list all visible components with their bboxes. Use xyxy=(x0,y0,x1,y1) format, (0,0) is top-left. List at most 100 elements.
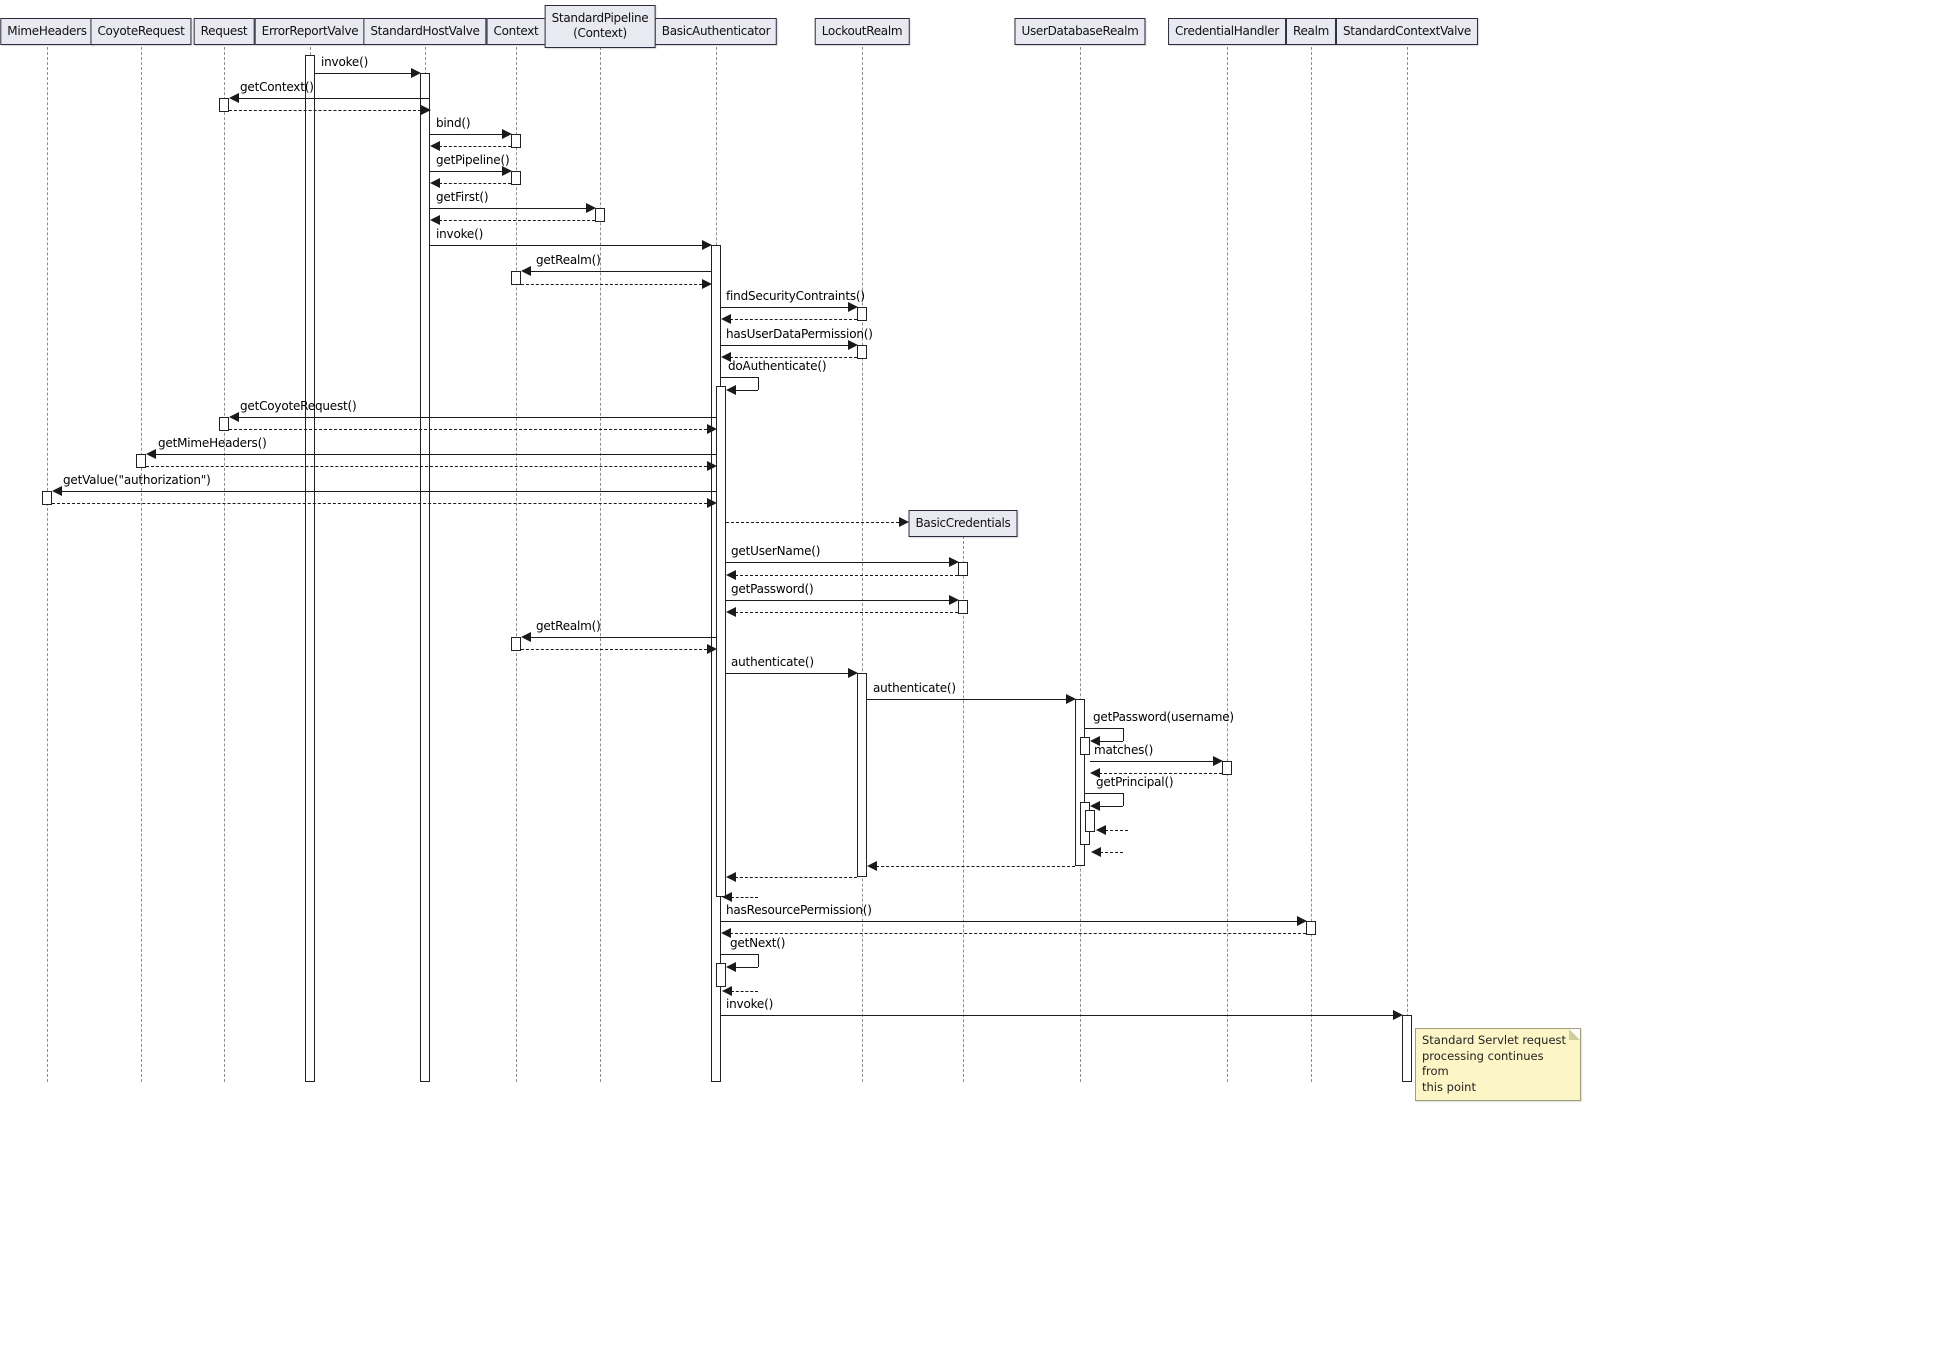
activation-bar xyxy=(511,171,521,185)
message-line xyxy=(1099,741,1123,742)
participant-standard-pipeline: StandardPipeline(Context) xyxy=(544,5,656,48)
message-line xyxy=(876,866,1075,867)
lifeline-realm xyxy=(1311,47,1312,1082)
message-line xyxy=(726,522,899,523)
arrowhead-icon xyxy=(1066,694,1076,704)
lifeline-standard-pipeline xyxy=(600,47,601,1082)
activation-bar xyxy=(511,637,521,651)
message-line xyxy=(1099,773,1222,774)
message-line xyxy=(721,954,758,955)
arrowhead-icon xyxy=(726,872,736,882)
message-label: getPrincipal() xyxy=(1096,775,1174,789)
activation-bar xyxy=(716,963,726,987)
activation-bar xyxy=(420,73,430,1082)
message-label: getRealm() xyxy=(536,619,601,633)
activation-bar xyxy=(219,98,229,112)
arrowhead-icon xyxy=(1090,736,1100,746)
arrowhead-icon xyxy=(707,498,717,508)
lifeline-lockout-realm xyxy=(862,47,863,1082)
lifeline-context xyxy=(516,47,517,1082)
message-line xyxy=(155,454,716,455)
participant-label: StandardContextValve xyxy=(1342,24,1472,38)
message-line xyxy=(730,933,1306,934)
message-label: getValue("authorization") xyxy=(63,473,211,487)
activation-bar xyxy=(305,55,315,1082)
arrowhead-icon xyxy=(421,105,431,115)
arrowhead-icon xyxy=(52,486,62,496)
message-line xyxy=(238,98,430,99)
activation-bar xyxy=(1075,699,1085,866)
lifeline-basic-credentials xyxy=(963,536,964,1082)
arrowhead-icon xyxy=(722,986,732,996)
participant-request: Request xyxy=(193,18,255,46)
activation-bar xyxy=(1402,1015,1412,1082)
message-line xyxy=(726,673,848,674)
arrowhead-icon xyxy=(726,385,736,395)
participant-label: StandardPipeline xyxy=(551,11,649,25)
message-line xyxy=(735,877,857,878)
message-line xyxy=(430,171,502,172)
arrowhead-icon xyxy=(722,892,732,902)
participant-label: (Context) xyxy=(573,26,627,41)
message-line xyxy=(867,699,1066,700)
message-line xyxy=(735,612,958,613)
lifeline-coyote-request xyxy=(141,47,142,1082)
arrowhead-icon xyxy=(1096,825,1106,835)
note-line: processing continues from xyxy=(1422,1048,1544,1079)
note-line: this point xyxy=(1422,1079,1476,1094)
arrowhead-icon xyxy=(229,93,239,103)
message-line xyxy=(229,429,707,430)
message-line xyxy=(726,600,949,601)
arrowhead-icon xyxy=(726,607,736,617)
message-label: doAuthenticate() xyxy=(728,359,827,373)
message-line xyxy=(521,649,707,650)
participant-label: MimeHeaders xyxy=(7,24,87,38)
message-line xyxy=(1085,728,1123,729)
message-line xyxy=(439,183,511,184)
participant-label: CredentialHandler xyxy=(1175,24,1279,38)
note-line: Standard Servlet request xyxy=(1422,1033,1567,1047)
arrowhead-icon xyxy=(899,517,909,527)
participant-credential-handler: CredentialHandler xyxy=(1168,18,1286,46)
message-line xyxy=(1085,793,1123,794)
activation-bar xyxy=(857,345,867,359)
message-line xyxy=(721,307,848,308)
message-label: hasResourcePermission() xyxy=(726,903,872,917)
arrowhead-icon xyxy=(848,302,858,312)
message-line xyxy=(731,991,758,992)
arrowhead-icon xyxy=(146,449,156,459)
arrowhead-icon xyxy=(848,668,858,678)
activation-bar xyxy=(1085,810,1095,832)
lifeline-standard-context-valve xyxy=(1407,47,1408,1082)
message-line xyxy=(721,1015,1393,1016)
message-label: authenticate() xyxy=(731,655,814,669)
message-label: hasUserDataPermission() xyxy=(726,327,873,341)
activation-bar xyxy=(857,307,867,321)
message-label: getPipeline() xyxy=(436,153,510,167)
activation-bar xyxy=(511,134,521,148)
arrowhead-icon xyxy=(1091,847,1101,857)
message-label: getPassword(username) xyxy=(1093,710,1234,724)
message-label: bind() xyxy=(436,116,471,130)
message-line xyxy=(731,897,758,898)
participant-label: Realm xyxy=(1292,24,1330,38)
message-label: getContext() xyxy=(240,80,314,94)
message-line xyxy=(721,377,758,378)
participant-user-database-realm: UserDatabaseRealm xyxy=(1014,18,1146,46)
participant-label: CoyoteRequest xyxy=(97,24,185,38)
arrowhead-icon xyxy=(430,141,440,151)
message-label: getFirst() xyxy=(436,190,489,204)
arrowhead-icon xyxy=(1297,916,1307,926)
arrowhead-icon xyxy=(521,632,531,642)
activation-bar xyxy=(958,600,968,614)
arrowhead-icon xyxy=(707,461,717,471)
message-label: getMimeHeaders() xyxy=(158,436,267,450)
message-line xyxy=(1123,728,1124,741)
participant-context: Context xyxy=(486,18,546,46)
arrowhead-icon xyxy=(586,203,596,213)
arrowhead-icon xyxy=(1393,1010,1403,1020)
lifeline-credential-handler xyxy=(1227,47,1228,1082)
activation-bar xyxy=(595,208,605,222)
message-line xyxy=(1099,806,1123,807)
